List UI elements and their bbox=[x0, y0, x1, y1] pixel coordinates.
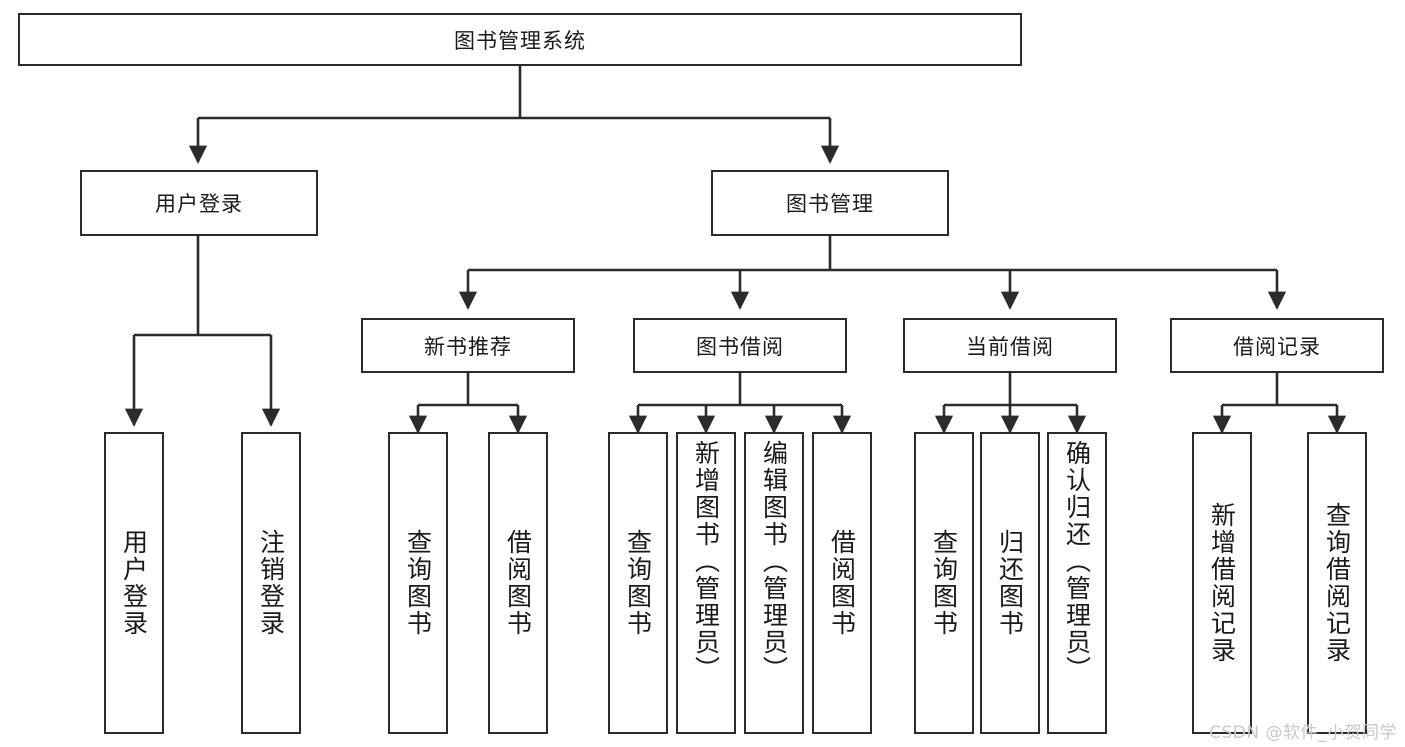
node-leaf-borrow-book-2-label: 借阅图书 bbox=[827, 529, 857, 637]
node-leaf-user-logout-label: 注销登录 bbox=[256, 529, 286, 637]
node-new-book-recommend[interactable]: 新书推荐 bbox=[361, 318, 575, 373]
node-current-borrow[interactable]: 当前借阅 bbox=[903, 318, 1117, 373]
node-leaf-borrow-book-1-label: 借阅图书 bbox=[503, 529, 533, 637]
node-leaf-query-record[interactable]: 查询借阅记录 bbox=[1307, 432, 1367, 734]
node-book-manage-label: 图书管理 bbox=[786, 192, 874, 216]
node-user-login[interactable]: 用户登录 bbox=[80, 170, 318, 236]
node-leaf-user-login[interactable]: 用户登录 bbox=[104, 432, 164, 734]
node-borrow-record[interactable]: 借阅记录 bbox=[1170, 318, 1384, 373]
node-leaf-user-logout[interactable]: 注销登录 bbox=[241, 432, 301, 734]
node-leaf-return-book[interactable]: 归还图书 bbox=[980, 432, 1040, 734]
node-leaf-add-record-label: 新增借阅记录 bbox=[1207, 502, 1237, 664]
node-root[interactable]: 图书管理系统 bbox=[18, 13, 1022, 66]
node-leaf-add-book[interactable]: 新增图书（管理员） bbox=[676, 432, 736, 734]
node-leaf-query-book-2-label: 查询图书 bbox=[623, 529, 653, 637]
node-leaf-add-book-label: 新增图书（管理员） bbox=[691, 440, 721, 683]
node-leaf-query-book-3-label: 查询图书 bbox=[929, 529, 959, 637]
node-leaf-confirm-return[interactable]: 确认归还（管理员） bbox=[1047, 432, 1107, 734]
node-book-borrow[interactable]: 图书借阅 bbox=[633, 318, 847, 373]
node-leaf-edit-book-label: 编辑图书（管理员） bbox=[759, 440, 789, 683]
node-leaf-confirm-return-label: 确认归还（管理员） bbox=[1062, 440, 1092, 683]
node-leaf-query-record-label: 查询借阅记录 bbox=[1322, 502, 1352, 664]
node-leaf-query-book-1[interactable]: 查询图书 bbox=[388, 432, 448, 734]
node-root-label: 图书管理系统 bbox=[454, 28, 586, 53]
node-leaf-return-book-label: 归还图书 bbox=[995, 529, 1025, 637]
node-leaf-borrow-book-2[interactable]: 借阅图书 bbox=[812, 432, 872, 734]
watermark: CSDN @软件_小贺同学 bbox=[1209, 723, 1397, 743]
node-new-book-recommend-label: 新书推荐 bbox=[424, 334, 512, 359]
node-leaf-edit-book[interactable]: 编辑图书（管理员） bbox=[744, 432, 804, 734]
node-leaf-query-book-2[interactable]: 查询图书 bbox=[608, 432, 668, 734]
node-current-borrow-label: 当前借阅 bbox=[966, 334, 1054, 359]
node-leaf-user-login-label: 用户登录 bbox=[119, 529, 149, 637]
node-book-borrow-label: 图书借阅 bbox=[696, 334, 784, 359]
node-leaf-query-book-1-label: 查询图书 bbox=[403, 529, 433, 637]
node-user-login-label: 用户登录 bbox=[155, 192, 243, 216]
node-book-manage[interactable]: 图书管理 bbox=[711, 170, 949, 236]
node-borrow-record-label: 借阅记录 bbox=[1233, 334, 1321, 359]
node-leaf-add-record[interactable]: 新增借阅记录 bbox=[1192, 432, 1252, 734]
node-leaf-borrow-book-1[interactable]: 借阅图书 bbox=[488, 432, 548, 734]
node-leaf-query-book-3[interactable]: 查询图书 bbox=[914, 432, 974, 734]
